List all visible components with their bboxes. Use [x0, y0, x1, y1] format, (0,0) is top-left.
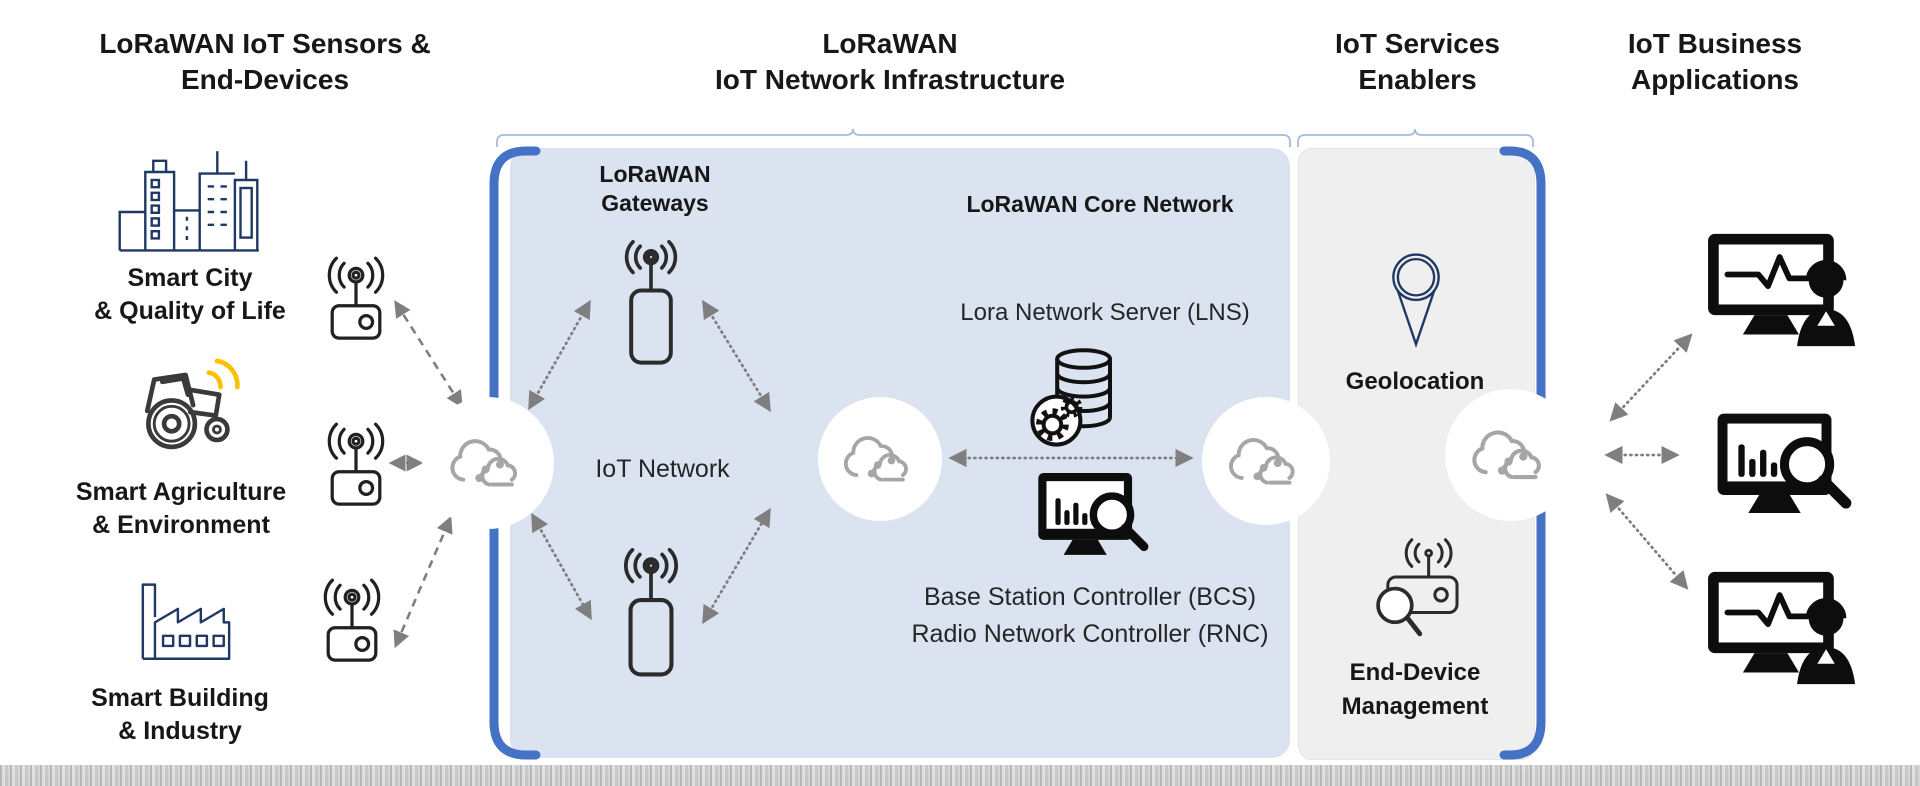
- header-infrastructure: LoRaWAN IoT Network Infrastructure: [714, 28, 1066, 96]
- iot-network-cloud-core-right: [1202, 397, 1330, 525]
- monitor-operator-icon: [1704, 568, 1864, 686]
- iot-cloud-icon: [838, 429, 922, 489]
- iot-network-cloud-access: [422, 397, 554, 529]
- business-app-monitor-top: [1704, 230, 1864, 348]
- bsc-monitor-icon: [1035, 470, 1151, 563]
- end-device-sensor-agriculture: [322, 420, 390, 510]
- factory-icon: [141, 583, 231, 660]
- lns-label: Lora Network Server (LNS): [960, 299, 1250, 326]
- smart-city-group-icon: [103, 140, 278, 252]
- lorawan-gateway-bottom: [609, 548, 693, 680]
- smart-city-label: Smart City & Quality of Life: [94, 264, 286, 325]
- iot-network-cloud-apps: [1445, 389, 1577, 521]
- core-network-title: LoRaWAN Core Network: [966, 191, 1234, 217]
- iot-cloud-icon: [1223, 431, 1309, 492]
- business-app-monitor-middle: [1700, 410, 1868, 523]
- tractor-icon: [144, 358, 240, 450]
- lorawan-gateway-top: [609, 240, 693, 368]
- iot-cloud-icon: [444, 432, 532, 494]
- geolocation-pin: [1387, 246, 1445, 352]
- bottom-texture-strip: [0, 765, 1920, 786]
- lorawan-gateway-icon: [609, 548, 693, 680]
- business-app-monitor-bottom: [1704, 568, 1864, 686]
- iot-network-cloud-core-left: [818, 397, 942, 521]
- monitor-operator-icon: [1704, 230, 1864, 348]
- geolocation-pin-icon: [1392, 253, 1440, 348]
- lorawan-gateway-icon: [609, 240, 693, 368]
- gateways-label: LoRaWAN Gateways: [599, 161, 711, 216]
- antenna-device-icon: [322, 254, 390, 344]
- end-device-sensor-building: [318, 576, 386, 666]
- smart-agriculture-label: Smart Agriculture & Environment: [75, 478, 287, 539]
- bcs-label: Base Station Controller (BCS): [923, 583, 1257, 611]
- end-device-sensor-city: [322, 254, 390, 344]
- city-icon: [118, 151, 259, 252]
- end-device-management-icon: [1376, 538, 1459, 637]
- lns-server-icon: [1025, 343, 1127, 451]
- smart-building-group-icon: [128, 572, 246, 668]
- antenna-device-icon: [318, 576, 386, 666]
- monitor-analytics-search-icon: [1035, 470, 1151, 563]
- end-device-management-icon-wrap: [1363, 536, 1465, 642]
- header-braces: [496, 128, 1534, 147]
- rnc-label: Radio Network Controller (RNC): [911, 620, 1269, 648]
- header-applications: IoT Business Applications: [1627, 28, 1803, 96]
- geolocation-label: Geolocation: [1345, 368, 1485, 395]
- smart-agriculture-group-icon: [124, 350, 246, 462]
- device-management-label: End-Device Management: [1341, 659, 1489, 720]
- iot-network-label: IoT Network: [595, 455, 730, 483]
- smart-building-label: Smart Building & Industry: [91, 684, 269, 745]
- database-gears-icon: [1030, 348, 1112, 447]
- header-enablers: IoT Services Enablers: [1335, 28, 1500, 96]
- antenna-device-icon: [322, 420, 390, 510]
- monitor-analytics-search-icon: [1700, 410, 1868, 523]
- header-sensors: LoRaWAN IoT Sensors & End-Devices: [99, 28, 431, 96]
- iot-cloud-icon: [1466, 423, 1556, 487]
